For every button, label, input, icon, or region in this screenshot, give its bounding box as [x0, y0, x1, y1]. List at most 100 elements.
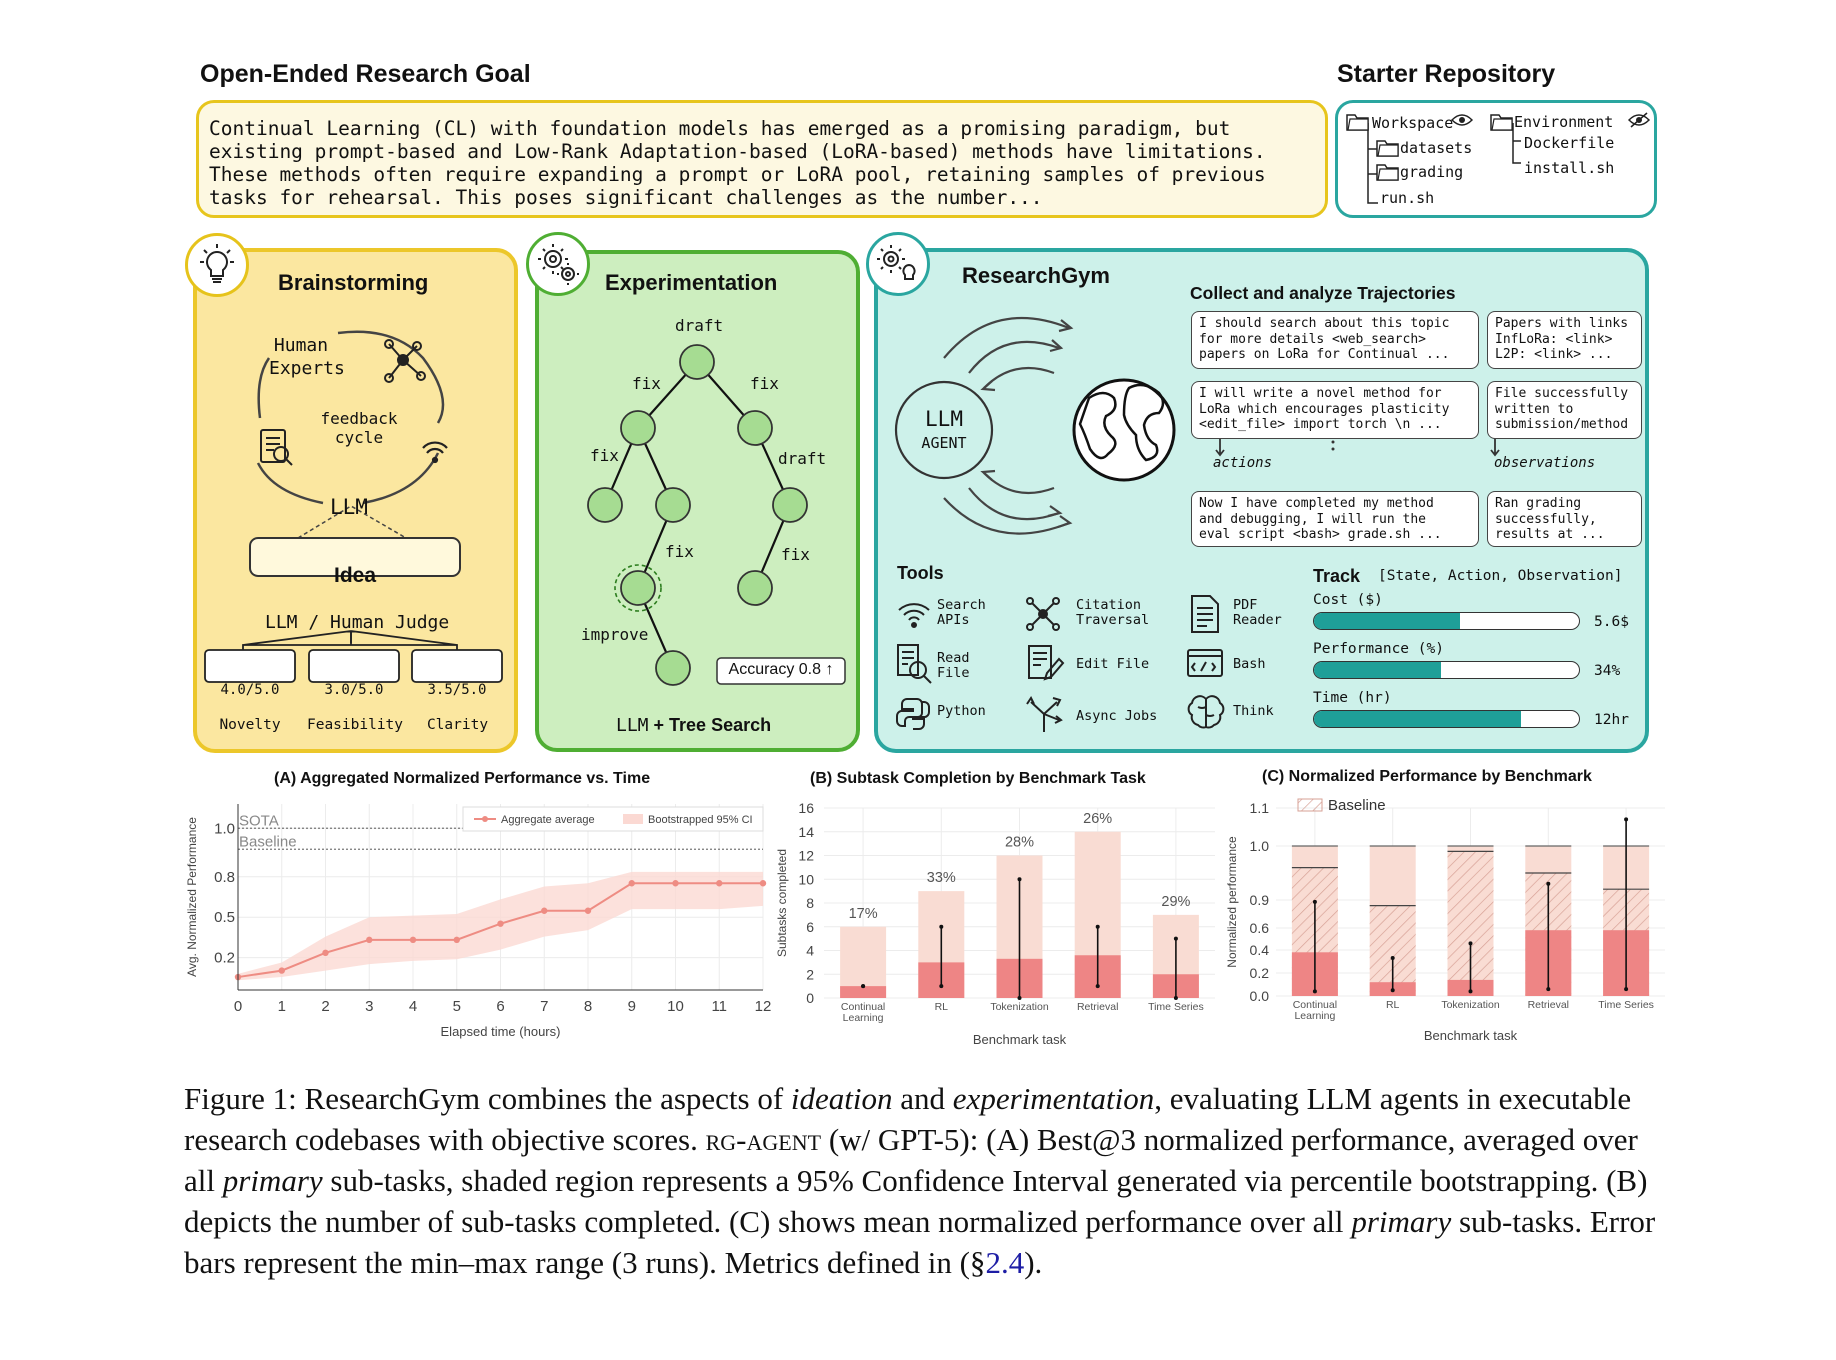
edge-draft-right: draft	[778, 449, 827, 468]
tool-label: PDF Reader	[1233, 597, 1282, 628]
data-point	[672, 880, 679, 887]
x-tick-label: Time Series	[1148, 1001, 1204, 1013]
brain-icon	[1187, 695, 1225, 729]
tools-heading: Tools	[897, 563, 944, 583]
y-axis-label: Subtasks completed	[775, 849, 789, 957]
pdf-icon	[1191, 595, 1219, 633]
error-cap	[1017, 996, 1022, 1000]
time-bar	[1313, 710, 1580, 728]
x-tick-label: 7	[540, 998, 548, 1015]
tool-label: Bash	[1233, 656, 1266, 672]
x-tick-label: Retrieval	[1528, 999, 1569, 1011]
x-tick-label: Tokenization	[1441, 999, 1500, 1011]
goal-heading: Open-Ended Research Goal	[200, 60, 531, 88]
error-cap	[1095, 924, 1100, 929]
x-tick-label: Learning	[1294, 1010, 1335, 1022]
gears-icon	[526, 232, 590, 296]
repo-runsh: run.sh	[1380, 189, 1435, 207]
wifi-icon	[898, 603, 930, 628]
tool-label: Async Jobs	[1076, 708, 1158, 724]
x-tick-label: Continual	[1293, 999, 1337, 1011]
error-cap	[1624, 817, 1629, 822]
error-cap	[1312, 989, 1317, 994]
y-tick-label: 12	[798, 848, 814, 864]
legend-label: Baseline	[1328, 797, 1386, 814]
repo-workspace: Workspace	[1372, 114, 1454, 132]
x-tick-label: Learning	[843, 1012, 884, 1024]
x-tick-label: Time Series	[1598, 999, 1654, 1011]
x-tick-label: 10	[667, 998, 684, 1015]
trajectory-observation: Ran grading successfully, results at ...	[1487, 491, 1642, 547]
caption-ideation: ideation	[790, 1081, 893, 1116]
performance-bar-fill	[1314, 662, 1442, 678]
error-cap	[1095, 984, 1100, 989]
y-tick-label: 0.0	[1250, 988, 1270, 1004]
legend-swatch	[623, 814, 643, 824]
brainstorming-title: Brainstorming	[278, 270, 429, 295]
brainstorming-diagram	[204, 330, 503, 683]
error-cap	[939, 924, 944, 929]
chart-a-title: (A) Aggregated Normalized Performance vs…	[274, 770, 651, 787]
chart-b: 17%ContinualLearning33%RL28%Tokenization…	[775, 800, 1215, 1047]
x-tick-label: 3	[365, 998, 373, 1015]
idea-box: Idea	[333, 564, 377, 587]
y-tick-label: 0.8	[214, 869, 235, 886]
y-tick-label: 0.4	[1250, 942, 1270, 958]
repo-grading: grading	[1400, 163, 1464, 181]
track-label: Time (hr)	[1313, 690, 1392, 706]
y-tick-label: 8	[806, 895, 814, 911]
figure-caption: Figure 1: ResearchGym combines the aspec…	[184, 1078, 1674, 1283]
legend-swatch	[1297, 798, 1323, 812]
bar-annotation: 17%	[849, 906, 878, 922]
goal-box: Continual Learning (CL) with foundation …	[196, 100, 1328, 218]
y-tick-label: 0.5	[214, 909, 235, 926]
data-point	[628, 880, 635, 887]
x-tick-label: Tokenization	[990, 1001, 1049, 1013]
trajectories-heading: Collect and analyze Trajectories	[1190, 283, 1456, 303]
performance-bar	[1313, 661, 1580, 679]
researchgym-title: ResearchGym	[962, 263, 1110, 288]
edge-fix-ll: fix	[590, 446, 619, 465]
caption-section-link[interactable]: 2.4	[985, 1245, 1025, 1280]
y-tick-label: 6	[806, 919, 814, 935]
data-point	[759, 880, 767, 887]
caption-text: (w/ GPT-5): (A) Best@3 normalized perfor…	[184, 1122, 1638, 1198]
bar-annotation: 33%	[927, 870, 956, 886]
read-file-icon	[897, 644, 932, 684]
y-tick-label: 1.0	[214, 820, 235, 837]
bar-completed	[840, 986, 887, 998]
track-sub: [State, Action, Observation]	[1378, 568, 1623, 584]
caption-text: and	[892, 1081, 953, 1116]
x-tick-label: 2	[321, 998, 329, 1015]
data-point	[366, 936, 373, 944]
folder-icon	[1490, 111, 1514, 135]
y-tick-label: 2	[806, 966, 814, 982]
error-cap	[1468, 989, 1473, 994]
async-icon	[1026, 696, 1063, 732]
repo-environment: Environment	[1514, 113, 1614, 131]
llm-label: LLM	[330, 495, 368, 519]
x-tick-label: 4	[409, 998, 417, 1015]
data-point	[541, 907, 548, 914]
tool-label: Citation Traversal	[1076, 597, 1150, 628]
x-tick-label: RL	[1386, 999, 1400, 1011]
trajectory-action: I should search about this topic for mor…	[1191, 311, 1479, 369]
x-tick-label: 9	[628, 998, 636, 1015]
cost-bar	[1313, 612, 1580, 630]
judge-label: LLM / Human Judge	[265, 612, 450, 633]
network-icon	[1026, 597, 1060, 631]
x-tick-label: RL	[935, 1001, 949, 1013]
gear-bulb-icon	[866, 232, 930, 296]
edge-fix-rr: fix	[781, 545, 810, 564]
bar-annotation: 28%	[1005, 835, 1034, 851]
folder-icon	[1346, 111, 1370, 135]
feedback-label: feedback	[320, 409, 398, 428]
legend-box	[462, 806, 764, 832]
tool-label: Think	[1233, 703, 1274, 719]
edge-improve: improve	[581, 625, 649, 644]
tool-label: Read File	[937, 650, 970, 681]
y-tick-label: 0.2	[1250, 965, 1270, 981]
legend-marker	[482, 816, 488, 822]
